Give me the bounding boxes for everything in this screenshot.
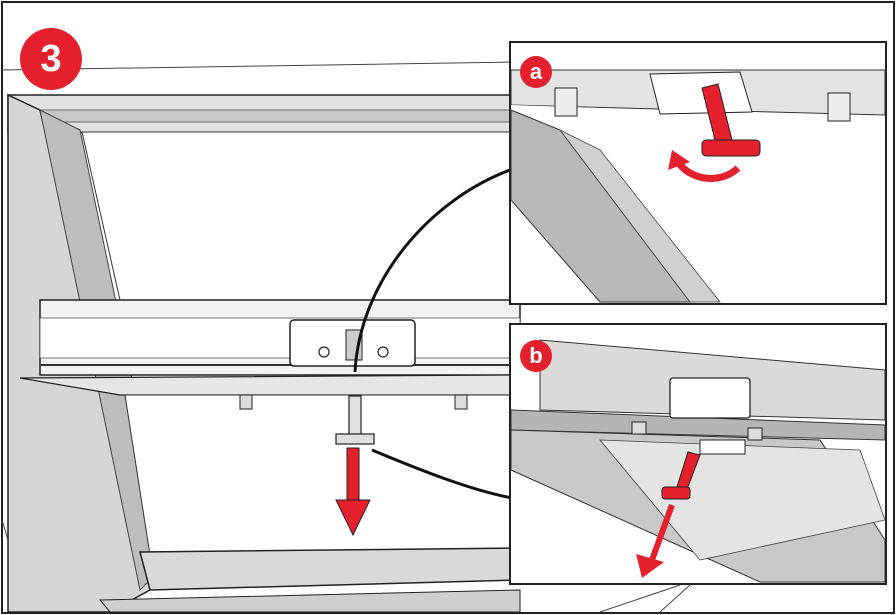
detail-inset-a <box>509 41 887 305</box>
roof-window-main <box>7 93 521 613</box>
detail-inset-b <box>509 323 887 585</box>
callout-lines <box>353 168 513 500</box>
handle-red-b <box>661 451 701 500</box>
detail-b-badge: b <box>520 340 552 372</box>
pull-down-arrow-icon <box>335 447 371 537</box>
step-number-badge: 3 <box>20 28 82 90</box>
handle-main <box>348 395 362 437</box>
pull-arrow-b-icon <box>636 503 675 578</box>
detail-a-badge: a <box>520 56 552 88</box>
rotate-arrow-icon <box>675 159 741 182</box>
handle-red-a <box>701 83 761 157</box>
